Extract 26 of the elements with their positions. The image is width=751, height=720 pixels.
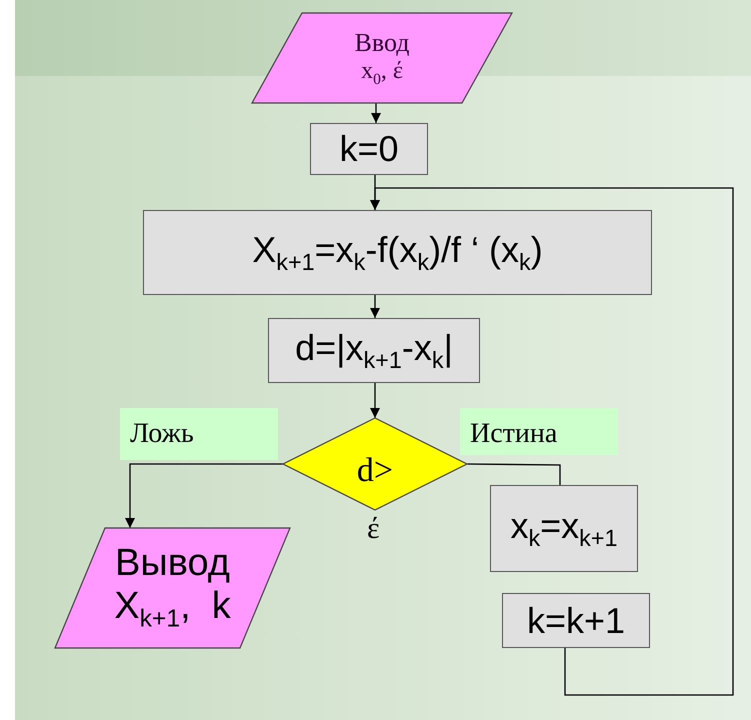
node-text: x$_{0}$, έ — [361, 58, 403, 88]
io-parallelogram — [55, 528, 290, 648]
process-box — [143, 210, 652, 295]
process-box — [268, 318, 480, 383]
edge-label: Истина — [460, 408, 618, 455]
node-text: k=k+1 — [526, 600, 626, 642]
connector-arrow — [370, 187, 734, 696]
node-text: d> — [356, 451, 394, 491]
connector-arrow — [371, 103, 381, 123]
process-box — [490, 485, 638, 572]
node-text: k=0 — [339, 128, 399, 170]
decision-diamond — [283, 418, 467, 510]
edge-label: Ложь — [120, 408, 278, 460]
connector-arrow — [125, 463, 283, 528]
node-text: x$_{k}$=x$_{k+1}$ — [510, 504, 618, 552]
node-text: Ввод — [354, 28, 410, 58]
connector-arrow — [370, 383, 380, 418]
process-box — [502, 593, 650, 648]
io-parallelogram — [252, 13, 512, 103]
node-text: d=|x$_{k+1}$-x$_{k}$| — [295, 326, 453, 374]
node-text: Вывод — [115, 542, 230, 586]
node-text: X$_{k+1}$=x$_{k}$-f(x$_{k}$)/f ‘ (x$_{k}$) — [252, 228, 543, 276]
node-text: X$_{k+1}$, k — [114, 585, 231, 634]
process-box — [310, 123, 428, 175]
connector-arrow — [370, 295, 380, 318]
node-note: έ — [367, 512, 380, 546]
